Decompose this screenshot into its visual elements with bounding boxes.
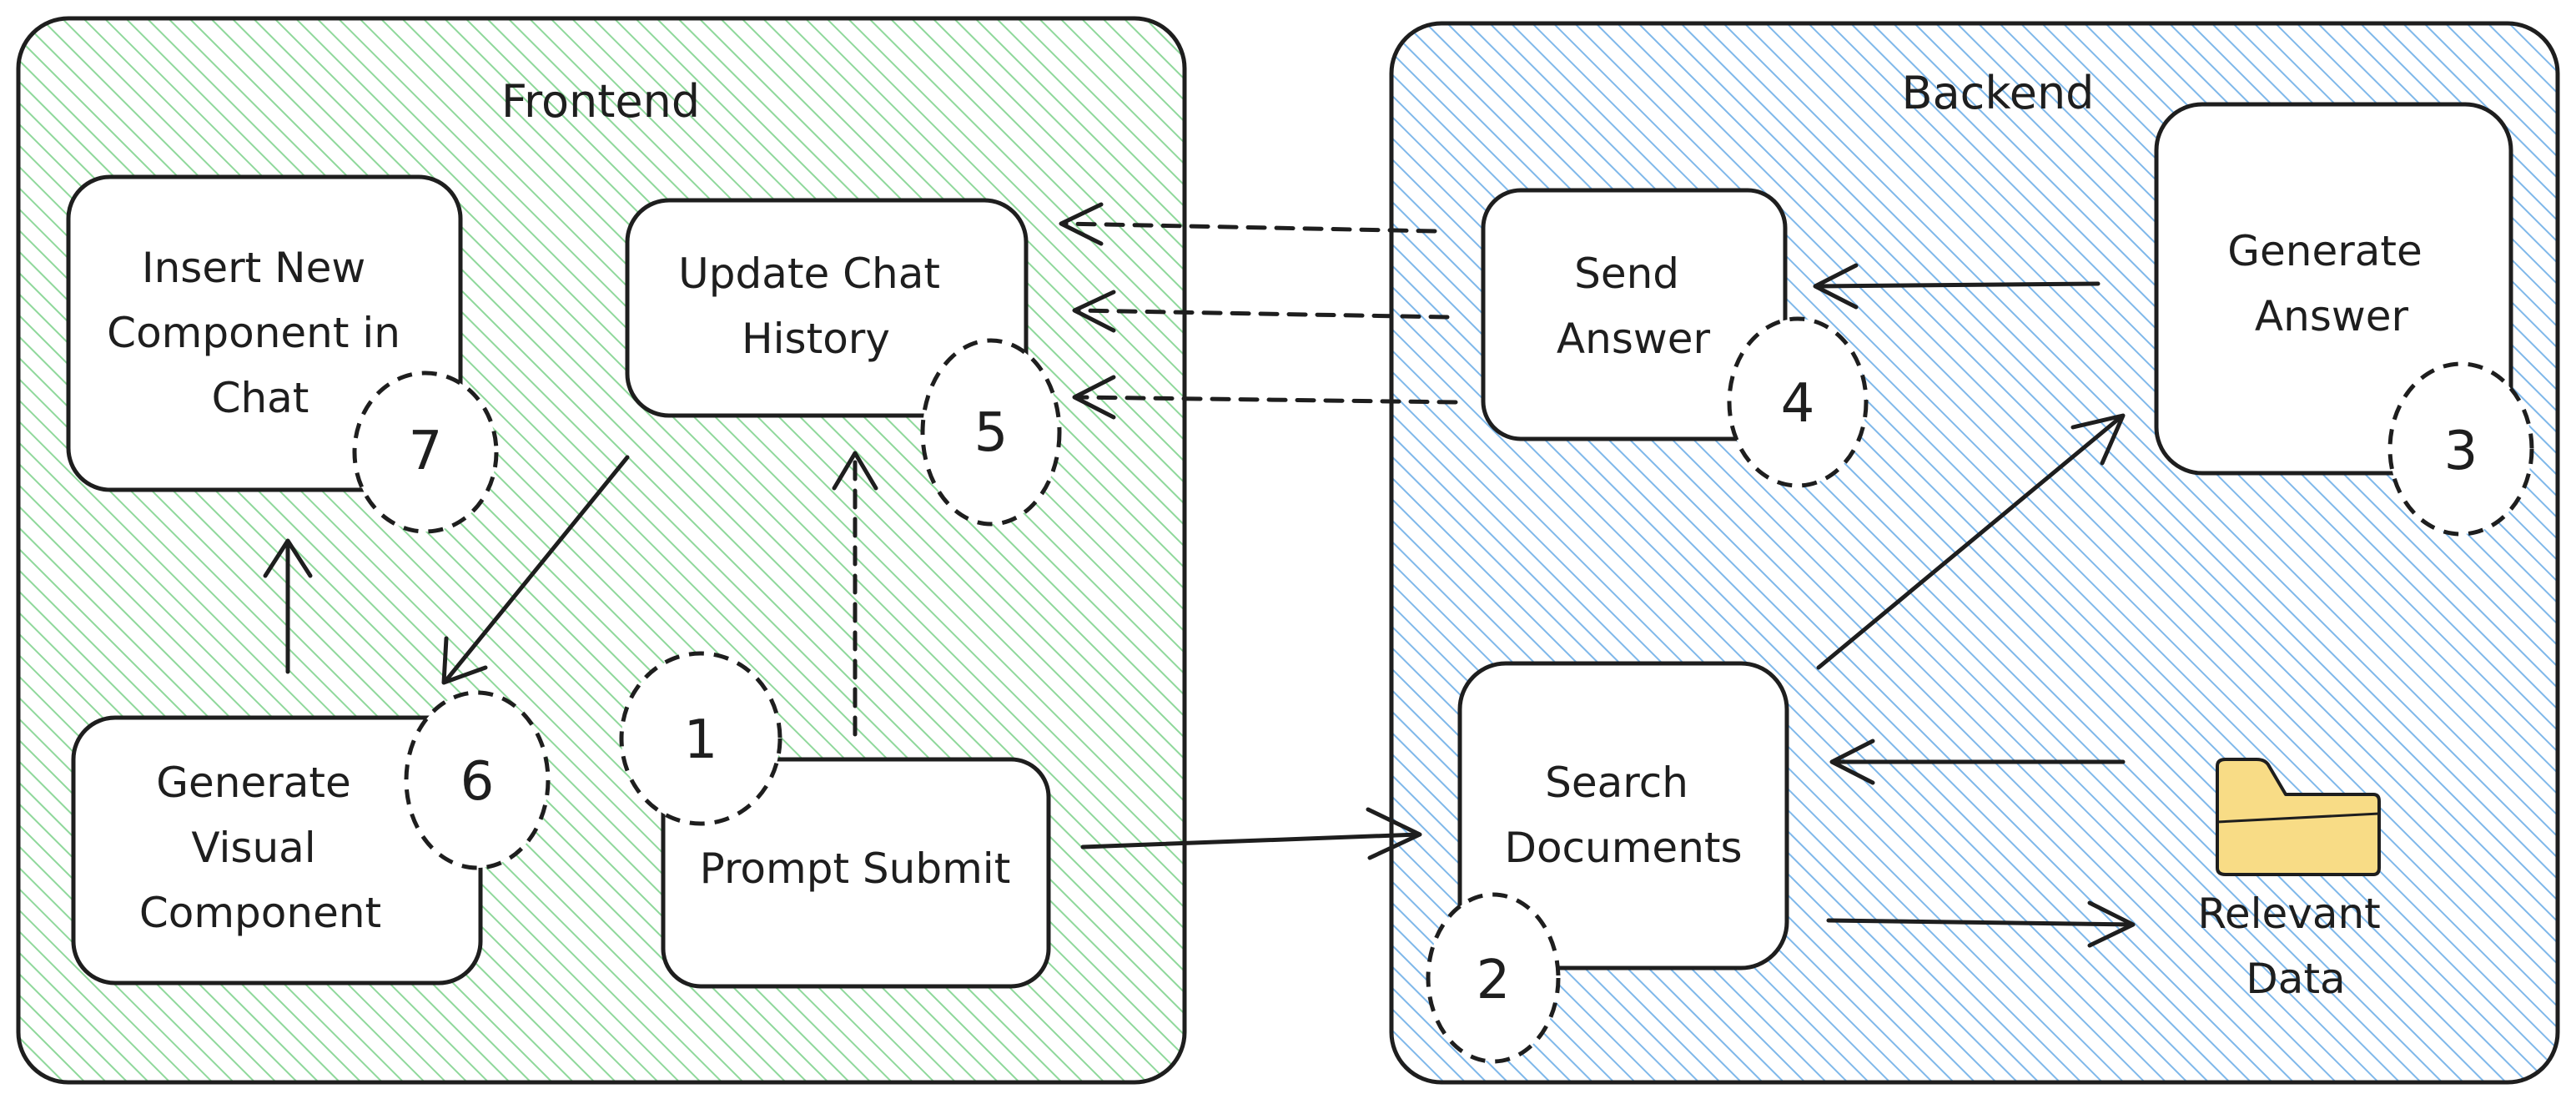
arrow-send-to-update-1 [1059, 202, 1437, 246]
insert-label: Insert New Component in Chat [107, 244, 414, 422]
node-prompt-submit: Prompt Submit [661, 757, 1051, 989]
arrows [263, 202, 2136, 948]
badge-2: 2 [1426, 892, 1561, 1064]
arrow-update-to-generate-visual [441, 455, 630, 685]
svg-text:3: 3 [2444, 421, 2478, 482]
badge-3: 3 [2387, 361, 2534, 537]
node-search-documents: Search Documents [1457, 661, 1789, 970]
backend-title: Backend [1902, 67, 2095, 119]
node-generate-visual: Generate Visual Component [71, 715, 483, 986]
search-label: Search Documents [1504, 759, 1742, 872]
svg-text:7: 7 [409, 421, 443, 482]
arrow-search-to-generate-answer [1816, 413, 2126, 670]
arrow-generate-answer-to-send [1813, 263, 2101, 310]
arrow-search-to-data [1826, 900, 2136, 948]
badge-1: 1 [619, 651, 782, 826]
generate-visual-label: Generate Visual Component [139, 759, 381, 937]
prompt-label: Prompt Submit [700, 844, 1011, 893]
folder-icon [2216, 758, 2381, 876]
arrow-data-to-search [1829, 739, 2126, 785]
arrow-prompt-to-update [832, 451, 878, 737]
badge-7: 7 [352, 371, 499, 534]
svg-text:5: 5 [974, 402, 1009, 464]
arrow-send-to-update-3 [1072, 375, 1458, 420]
frontend-title: Frontend [501, 75, 700, 128]
arrow-prompt-to-search [1080, 807, 1422, 860]
svg-text:1: 1 [684, 709, 718, 771]
arrow-generate-visual-to-insert [263, 538, 313, 674]
node-update-history: Update Chat History [625, 198, 1029, 418]
arrow-send-to-update-2 [1072, 290, 1450, 333]
send-label: Send Answer [1557, 250, 1711, 363]
svg-text:2: 2 [1477, 950, 1511, 1011]
update-label: Update Chat History [678, 250, 953, 363]
svg-text:6: 6 [460, 751, 495, 813]
badge-5: 5 [920, 338, 1062, 527]
node-send-answer: Send Answer [1481, 188, 1788, 441]
badge-4: 4 [1727, 316, 1869, 488]
generate-answer-label: Generate Answer [2227, 227, 2435, 340]
badge-6: 6 [404, 690, 551, 870]
relevant-data-label: Relevant Data [2197, 890, 2393, 1003]
svg-text:4: 4 [1781, 373, 1815, 435]
